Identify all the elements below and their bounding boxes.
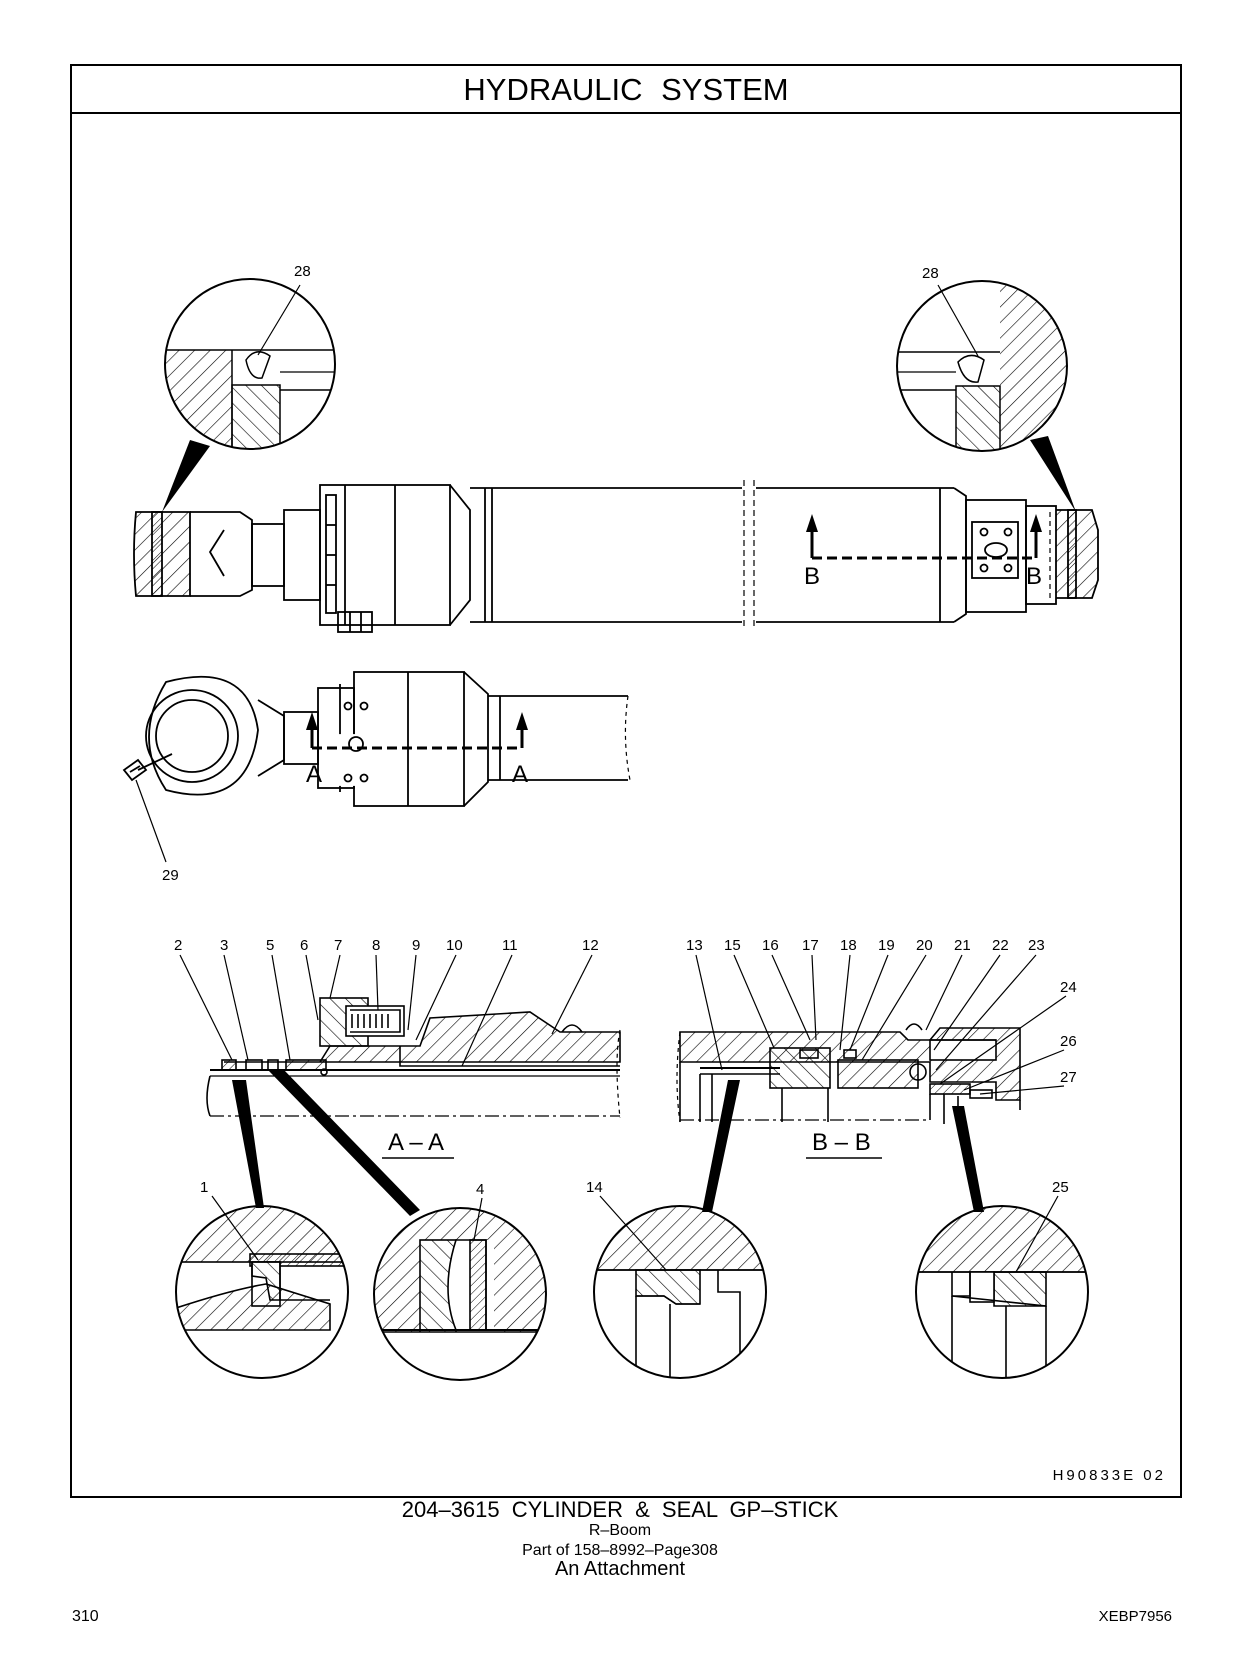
callout-27: 27 (1060, 1069, 1077, 1086)
section-mark-b-right: B (1026, 563, 1042, 590)
callout-13: 13 (686, 937, 703, 954)
callout-24: 24 (1060, 979, 1077, 996)
document-id: XEBP7956 (1098, 1608, 1172, 1625)
head-end-top-view (122, 671, 631, 863)
detail-1: 1 (175, 1080, 349, 1379)
caption-attachment: An Attachment (554, 1558, 686, 1580)
callout-17: 17 (802, 937, 819, 954)
callout-25: 25 (1052, 1179, 1069, 1196)
section-title-b-b: B – B (812, 1129, 871, 1156)
callout-8: 8 (372, 937, 380, 954)
figure-code: H90833E 02 (1052, 1467, 1166, 1484)
page-number: 310 (72, 1608, 99, 1625)
callout-11: 11 (502, 937, 518, 954)
callout-26: 26 (1060, 1033, 1077, 1050)
detail-4: 4 (268, 1070, 547, 1381)
detail-28-left: 28 (162, 263, 336, 512)
callout-22: 22 (992, 937, 1009, 954)
callout-1: 1 (200, 1179, 208, 1196)
callout-2: 2 (174, 937, 182, 954)
caption-variant: R–Boom (588, 1522, 652, 1539)
title-bar: HYDRAULIC SYSTEM (72, 66, 1180, 114)
callout-29: 29 (162, 867, 179, 884)
section-b-b-leaders (695, 954, 1067, 1095)
callout-4: 4 (476, 1181, 484, 1198)
callout-21: 21 (954, 937, 971, 954)
section-a-a (206, 997, 621, 1119)
section-mark-a-right: A (512, 761, 528, 788)
section-mark-a-left: A (306, 761, 322, 788)
callout-18: 18 (840, 937, 857, 954)
section-title-a-a: A – A (388, 1129, 444, 1156)
detail-14: 14 (586, 1080, 767, 1379)
drawing-frame: HYDRAULIC SYSTEM H90833E 02 (70, 64, 1182, 1498)
callout-14: 14 (586, 1179, 603, 1196)
caption-part-number: 204–3615 CYLINDER & SEAL GP–STICK (401, 1497, 839, 1522)
page-title: HYDRAULIC SYSTEM (463, 72, 789, 107)
callout-15: 15 (724, 937, 741, 954)
callout-16: 16 (762, 937, 779, 954)
section-a-a-leaders (179, 954, 593, 1067)
callout-3: 3 (220, 937, 228, 954)
callout-23: 23 (1028, 937, 1045, 954)
detail-28-right: 28 (896, 265, 1076, 512)
cylinder-side-view (133, 480, 1099, 633)
callout-20: 20 (916, 937, 933, 954)
callout-12: 12 (582, 937, 599, 954)
detail-25: 25 (915, 1106, 1089, 1379)
callout-28-left: 28 (294, 263, 311, 280)
callout-5: 5 (266, 937, 274, 954)
callout-10: 10 (446, 937, 463, 954)
callout-9: 9 (412, 937, 420, 954)
callout-28-right: 28 (922, 265, 939, 282)
section-b-b (676, 1023, 1021, 1124)
section-mark-b-left: B (804, 563, 820, 590)
callout-19: 19 (878, 937, 895, 954)
callout-6: 6 (300, 937, 308, 954)
caption-parent-reference: Part of 158–8992–Page308 (522, 1542, 718, 1559)
callout-7: 7 (334, 937, 342, 954)
